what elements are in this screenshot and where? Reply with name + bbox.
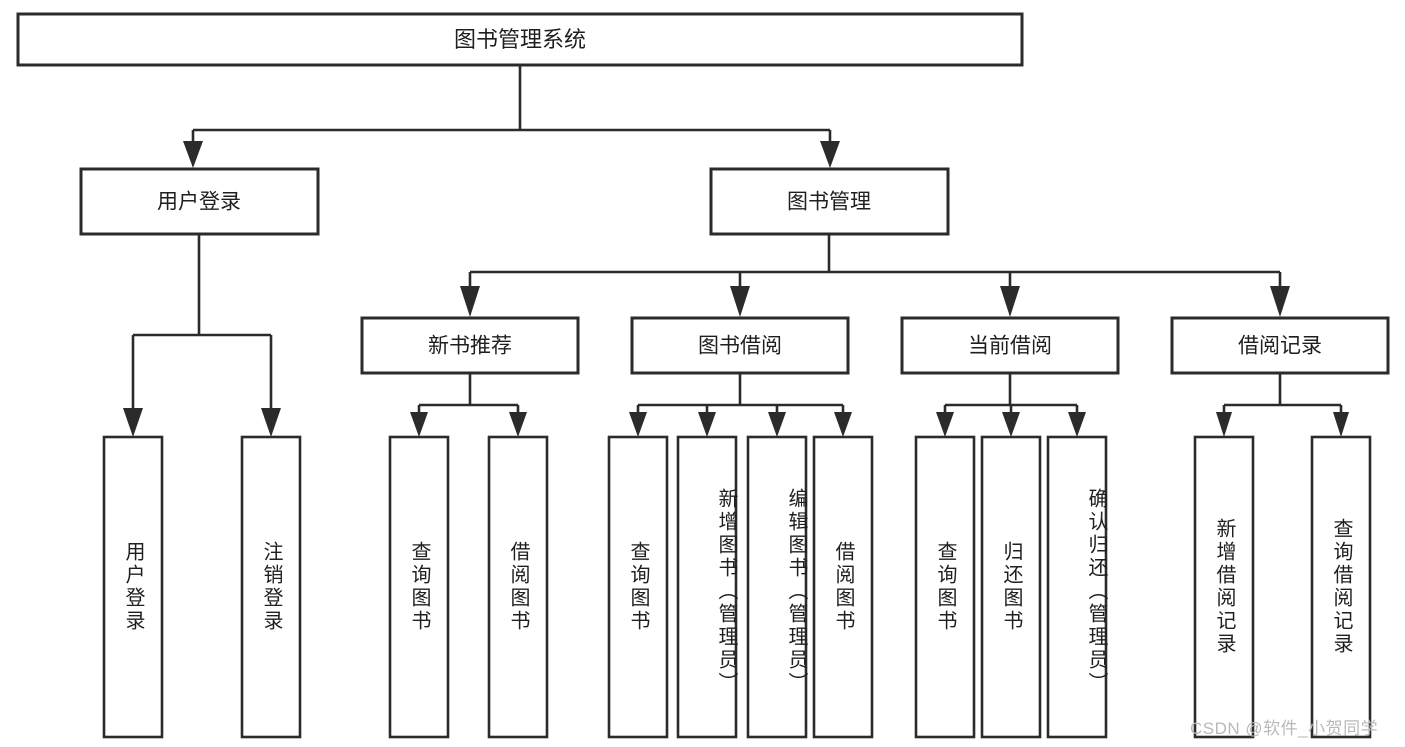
- connector-new-book-recommend-to-leaves: [410, 373, 527, 437]
- node-user-login-box[interactable]: [79, 167, 320, 236]
- csdn-watermark: CSDN @软件_小贺同学: [1190, 719, 1379, 738]
- arrow-head-icon: [629, 412, 647, 437]
- node-book-borrow[interactable]: 图书借阅: [630, 316, 850, 375]
- node-current-borrow[interactable]: 当前借阅: [900, 316, 1120, 375]
- arrow-head-icon: [460, 286, 480, 317]
- connector-borrow-record-to-leaves: [1216, 373, 1349, 437]
- connector-current-borrow-to-leaves: [936, 373, 1086, 437]
- node-current-borrow-box[interactable]: [900, 316, 1120, 375]
- leaf-box-query-book-3[interactable]: [914, 435, 976, 739]
- node-user-login[interactable]: 用户登录: [79, 167, 320, 236]
- node-root[interactable]: 图书管理系统: [16, 12, 1024, 67]
- arrow-head-icon: [834, 412, 852, 437]
- leaf-box-logout-login[interactable]: [240, 435, 302, 739]
- node-book-management-label: 图书管理: [787, 191, 871, 214]
- arrow-head-icon: [1000, 286, 1020, 317]
- leaf-box-borrow-book-2[interactable]: [812, 435, 874, 739]
- node-new-book-recommend-label: 新书推荐: [428, 335, 512, 358]
- leaf-box-confirm-return[interactable]: [1046, 435, 1108, 739]
- leaf-box-query-book-1[interactable]: [388, 435, 450, 739]
- node-book-borrow-label: 图书借阅: [698, 335, 782, 358]
- arrow-head-icon: [123, 408, 143, 437]
- arrow-head-icon: [1270, 286, 1290, 317]
- node-root-box[interactable]: [16, 12, 1024, 67]
- connector-root-to-level1: [183, 65, 840, 168]
- arrow-head-icon: [820, 141, 840, 168]
- node-new-book-recommend-box[interactable]: [360, 316, 580, 375]
- connector-book-management-to-level2: [460, 234, 1290, 317]
- leaf-box-add-book[interactable]: [676, 435, 738, 739]
- arrow-head-icon: [768, 412, 786, 437]
- leaf-box-borrow-book-1[interactable]: [487, 435, 549, 739]
- leaf-box-edit-book[interactable]: [746, 435, 808, 739]
- leaf-box-query-record[interactable]: [1310, 435, 1372, 739]
- node-current-borrow-label: 当前借阅: [968, 335, 1052, 358]
- leaf-box-return-book[interactable]: [980, 435, 1042, 739]
- connector-book-borrow-to-leaves: [629, 373, 852, 437]
- arrow-head-icon: [261, 408, 281, 437]
- arrow-head-icon: [936, 412, 954, 437]
- arrow-head-icon: [410, 412, 428, 437]
- leaf-box-user-login[interactable]: [102, 435, 164, 739]
- node-new-book-recommend[interactable]: 新书推荐: [360, 316, 580, 375]
- node-borrow-record[interactable]: 借阅记录: [1170, 316, 1390, 375]
- leaf-box-query-book-2[interactable]: [607, 435, 669, 739]
- arrow-head-icon: [1068, 412, 1086, 437]
- node-borrow-record-label: 借阅记录: [1238, 335, 1322, 358]
- arrow-head-icon: [1002, 412, 1020, 437]
- arrow-head-icon: [730, 286, 750, 317]
- node-root-label: 图书管理系统: [454, 27, 586, 52]
- node-book-management[interactable]: 图书管理: [709, 167, 950, 236]
- arrow-head-icon: [698, 412, 716, 437]
- node-user-login-label: 用户登录: [157, 191, 241, 214]
- connector-user-login-to-leaves: [123, 234, 281, 437]
- leaf-box-add-record[interactable]: [1193, 435, 1255, 739]
- arrow-head-icon: [1333, 412, 1349, 437]
- arrow-head-icon: [1216, 412, 1232, 437]
- arrow-head-icon: [509, 412, 527, 437]
- arrow-head-icon: [183, 141, 203, 168]
